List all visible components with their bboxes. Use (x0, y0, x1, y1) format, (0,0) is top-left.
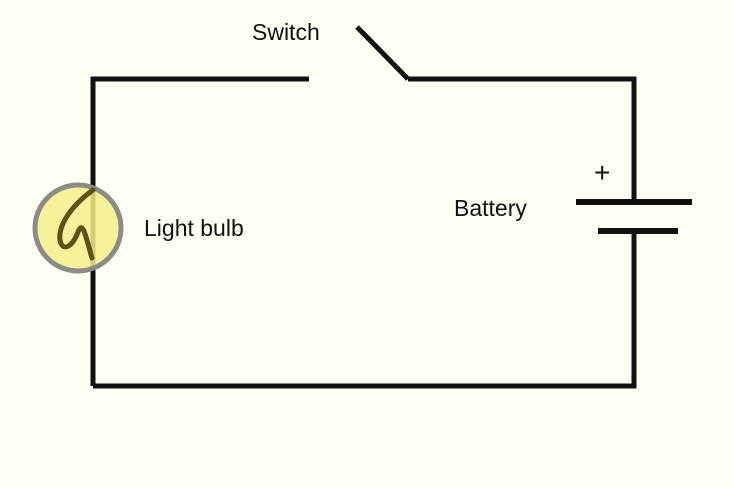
battery-label: Battery (454, 195, 527, 221)
bulb-filament (57, 187, 96, 261)
light-bulb-icon (32, 182, 124, 274)
switch-label: Switch (252, 19, 320, 45)
battery-icon (576, 199, 692, 234)
light-bulb-label: Light bulb (144, 215, 244, 241)
switch-icon (355, 25, 410, 81)
wire-top-left (90, 76, 309, 386)
circuit-wires (90, 76, 637, 389)
wire-top-right (408, 76, 637, 202)
wire-bottom (93, 231, 637, 389)
battery-positive-sign: + (594, 157, 611, 188)
